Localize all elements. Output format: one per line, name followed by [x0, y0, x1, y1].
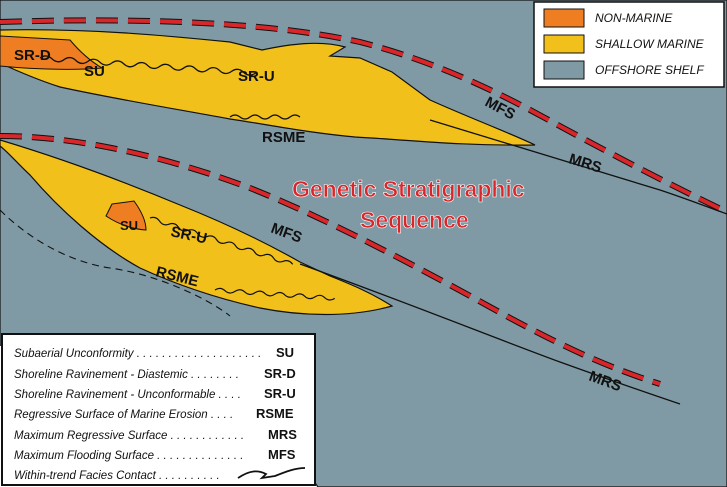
facies-contact-symbol-icon	[237, 467, 306, 480]
legend-swatch-offshore-shelf	[543, 60, 585, 80]
lower-su-label: SU	[120, 218, 138, 233]
key-abbr-mfs: MFS	[268, 447, 296, 462]
legend-swatch-non-marine	[543, 8, 585, 28]
upper-rsme-surface	[229, 114, 301, 120]
legend-label-offshore-shelf: OFFSHORE SHELF	[595, 63, 704, 77]
upper-su-label: SU	[84, 63, 105, 80]
key-row-facies-contact: Within-trend Facies Contact . . . . . . …	[14, 470, 220, 482]
lower-sru-surface	[149, 216, 294, 265]
upper-shallow-marine-area	[0, 29, 536, 146]
upper-mrs-line	[429, 119, 727, 215]
lower-mfs-line-red	[0, 134, 661, 386]
surface-key: Subaerial Unconformity . . . . . . . . .…	[1, 333, 316, 486]
upper-sru-surface	[39, 55, 256, 76]
lower-dashed-contact	[0, 209, 231, 317]
key-abbr-mrs: MRS	[268, 427, 297, 442]
upper-srd-label: SR-D	[14, 47, 51, 64]
key-row-mrs: Maximum Regressive Surface . . . . . . .…	[14, 430, 244, 442]
legend-swatch-shallow-marine	[543, 34, 585, 54]
key-row-mfs: Maximum Flooding Surface . . . . . . . .…	[14, 450, 243, 462]
lower-non-marine-area	[105, 200, 147, 231]
key-row-srd: Shoreline Ravinement - Diastemic . . . .…	[14, 369, 239, 381]
upper-mfs-line-red	[0, 18, 727, 214]
diagram-title-line2: Sequence	[360, 207, 469, 233]
key-abbr-sru: SR-U	[264, 386, 296, 401]
facies-legend: NON-MARINE SHALLOW MARINE OFFSHORE SHELF	[533, 1, 725, 88]
legend-label-non-marine: NON-MARINE	[595, 11, 673, 25]
key-abbr-su: SU	[276, 345, 294, 360]
key-row-sru: Shoreline Ravinement - Unconformable . .…	[14, 389, 241, 401]
lower-rsme-surface	[214, 287, 336, 301]
diagram-title-line1: Genetic Stratigraphic	[292, 176, 525, 202]
upper-rsme-label: RSME	[262, 129, 305, 146]
key-abbr-rsme: RSME	[256, 406, 294, 421]
legend-label-shallow-marine: SHALLOW MARINE	[595, 37, 705, 51]
lower-shallow-marine-area	[0, 139, 394, 316]
lower-mrs-line	[299, 263, 681, 405]
upper-sru-label: SR-U	[238, 68, 275, 85]
key-abbr-srd: SR-D	[264, 366, 296, 381]
key-row-rsme: Regressive Surface of Marine Erosion . .…	[14, 409, 233, 421]
key-row-su: Subaerial Unconformity . . . . . . . . .…	[14, 348, 261, 360]
